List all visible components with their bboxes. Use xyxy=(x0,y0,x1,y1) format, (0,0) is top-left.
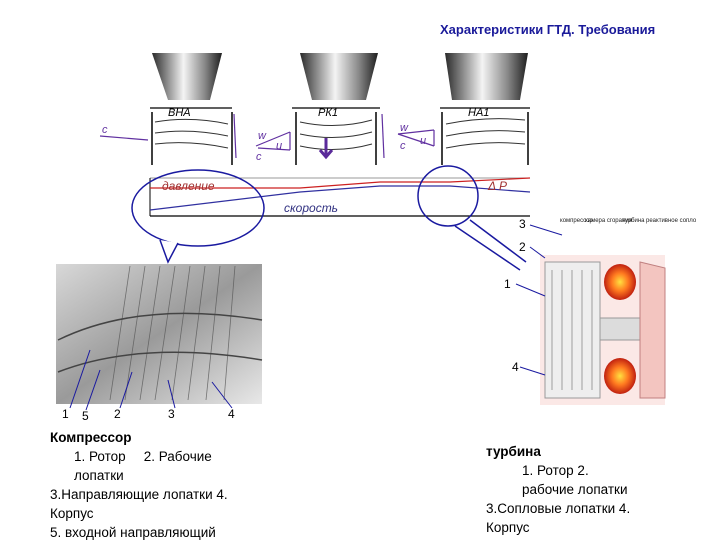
turbine-section-label-3: реактивное сопло xyxy=(646,218,697,224)
stage-rk1: РК1 xyxy=(292,53,380,165)
compressor-image xyxy=(56,264,263,411)
vector-w1-label: w xyxy=(258,130,267,142)
vector-c-label: c xyxy=(102,124,108,136)
vector-w2-label: w xyxy=(400,122,409,134)
flow-curves: давление скорость Δ Р xyxy=(149,177,531,217)
stage-na1-label: НА1 xyxy=(468,107,489,119)
delta-p-label: Δ Р xyxy=(487,179,507,193)
turbine-section-label-2: турбина xyxy=(622,218,645,224)
compressor-callout-4: 4 xyxy=(228,407,235,421)
vector-u1-label: u xyxy=(276,140,282,152)
zoom-bubble-right xyxy=(417,165,527,271)
turbine-caption: турбина 1. Ротор 2. рабочие лопатки 3.Со… xyxy=(486,442,716,537)
compressor-line2: лопатки xyxy=(74,468,124,483)
vector-c1-label: c xyxy=(256,151,262,163)
zoom-bubble-left xyxy=(131,169,265,264)
stage-vna-label: ВНА xyxy=(168,107,191,119)
stage-na1: НА1 xyxy=(440,53,530,165)
compressor-heading: Компрессор xyxy=(50,430,132,445)
turbine-line2: рабочие лопатки xyxy=(522,482,628,497)
speed-label: скорость xyxy=(284,201,338,215)
compressor-callout-2: 2 xyxy=(114,407,121,421)
turbine-heading: турбина xyxy=(486,444,541,459)
velocity-triangles xyxy=(99,113,435,159)
turbine-image: компрессор камера сгорания турбина реакт… xyxy=(515,218,697,405)
turbine-section-label-0: компрессор xyxy=(560,218,593,224)
compressor-callout-5: 5 xyxy=(82,409,89,423)
turbine-line4: Корпус xyxy=(486,520,530,535)
turbine-callout-3: 3 xyxy=(519,217,526,231)
turbine-line3: 3.Сопловые лопатки 4. xyxy=(486,501,631,516)
turbine-line1: 1. Ротор 2. xyxy=(522,463,589,478)
slide-title: Характеристики ГТД. Требования xyxy=(440,22,656,37)
turbine-callout-2: 2 xyxy=(519,240,526,254)
pressure-label: давление xyxy=(162,179,215,193)
compressor-callout-1: 1 xyxy=(62,407,69,421)
compressor-line3: 3.Направляющие лопатки 4. xyxy=(50,487,228,502)
compressor-callout-3: 3 xyxy=(168,407,175,421)
turbine-section-label-1: камера сгорания xyxy=(585,218,632,224)
stage-vna: ВНА xyxy=(150,53,233,165)
vector-u2-label: u xyxy=(420,135,426,147)
vector-c2-label: c xyxy=(400,140,406,152)
stage-rk1-label: РК1 xyxy=(318,107,338,119)
compressor-line4: Корпус xyxy=(50,506,94,521)
compressor-line5: 5. входной направляющий xyxy=(50,525,216,540)
turbine-callout-4: 4 xyxy=(512,360,519,374)
turbine-callout-1: 1 xyxy=(504,277,511,291)
